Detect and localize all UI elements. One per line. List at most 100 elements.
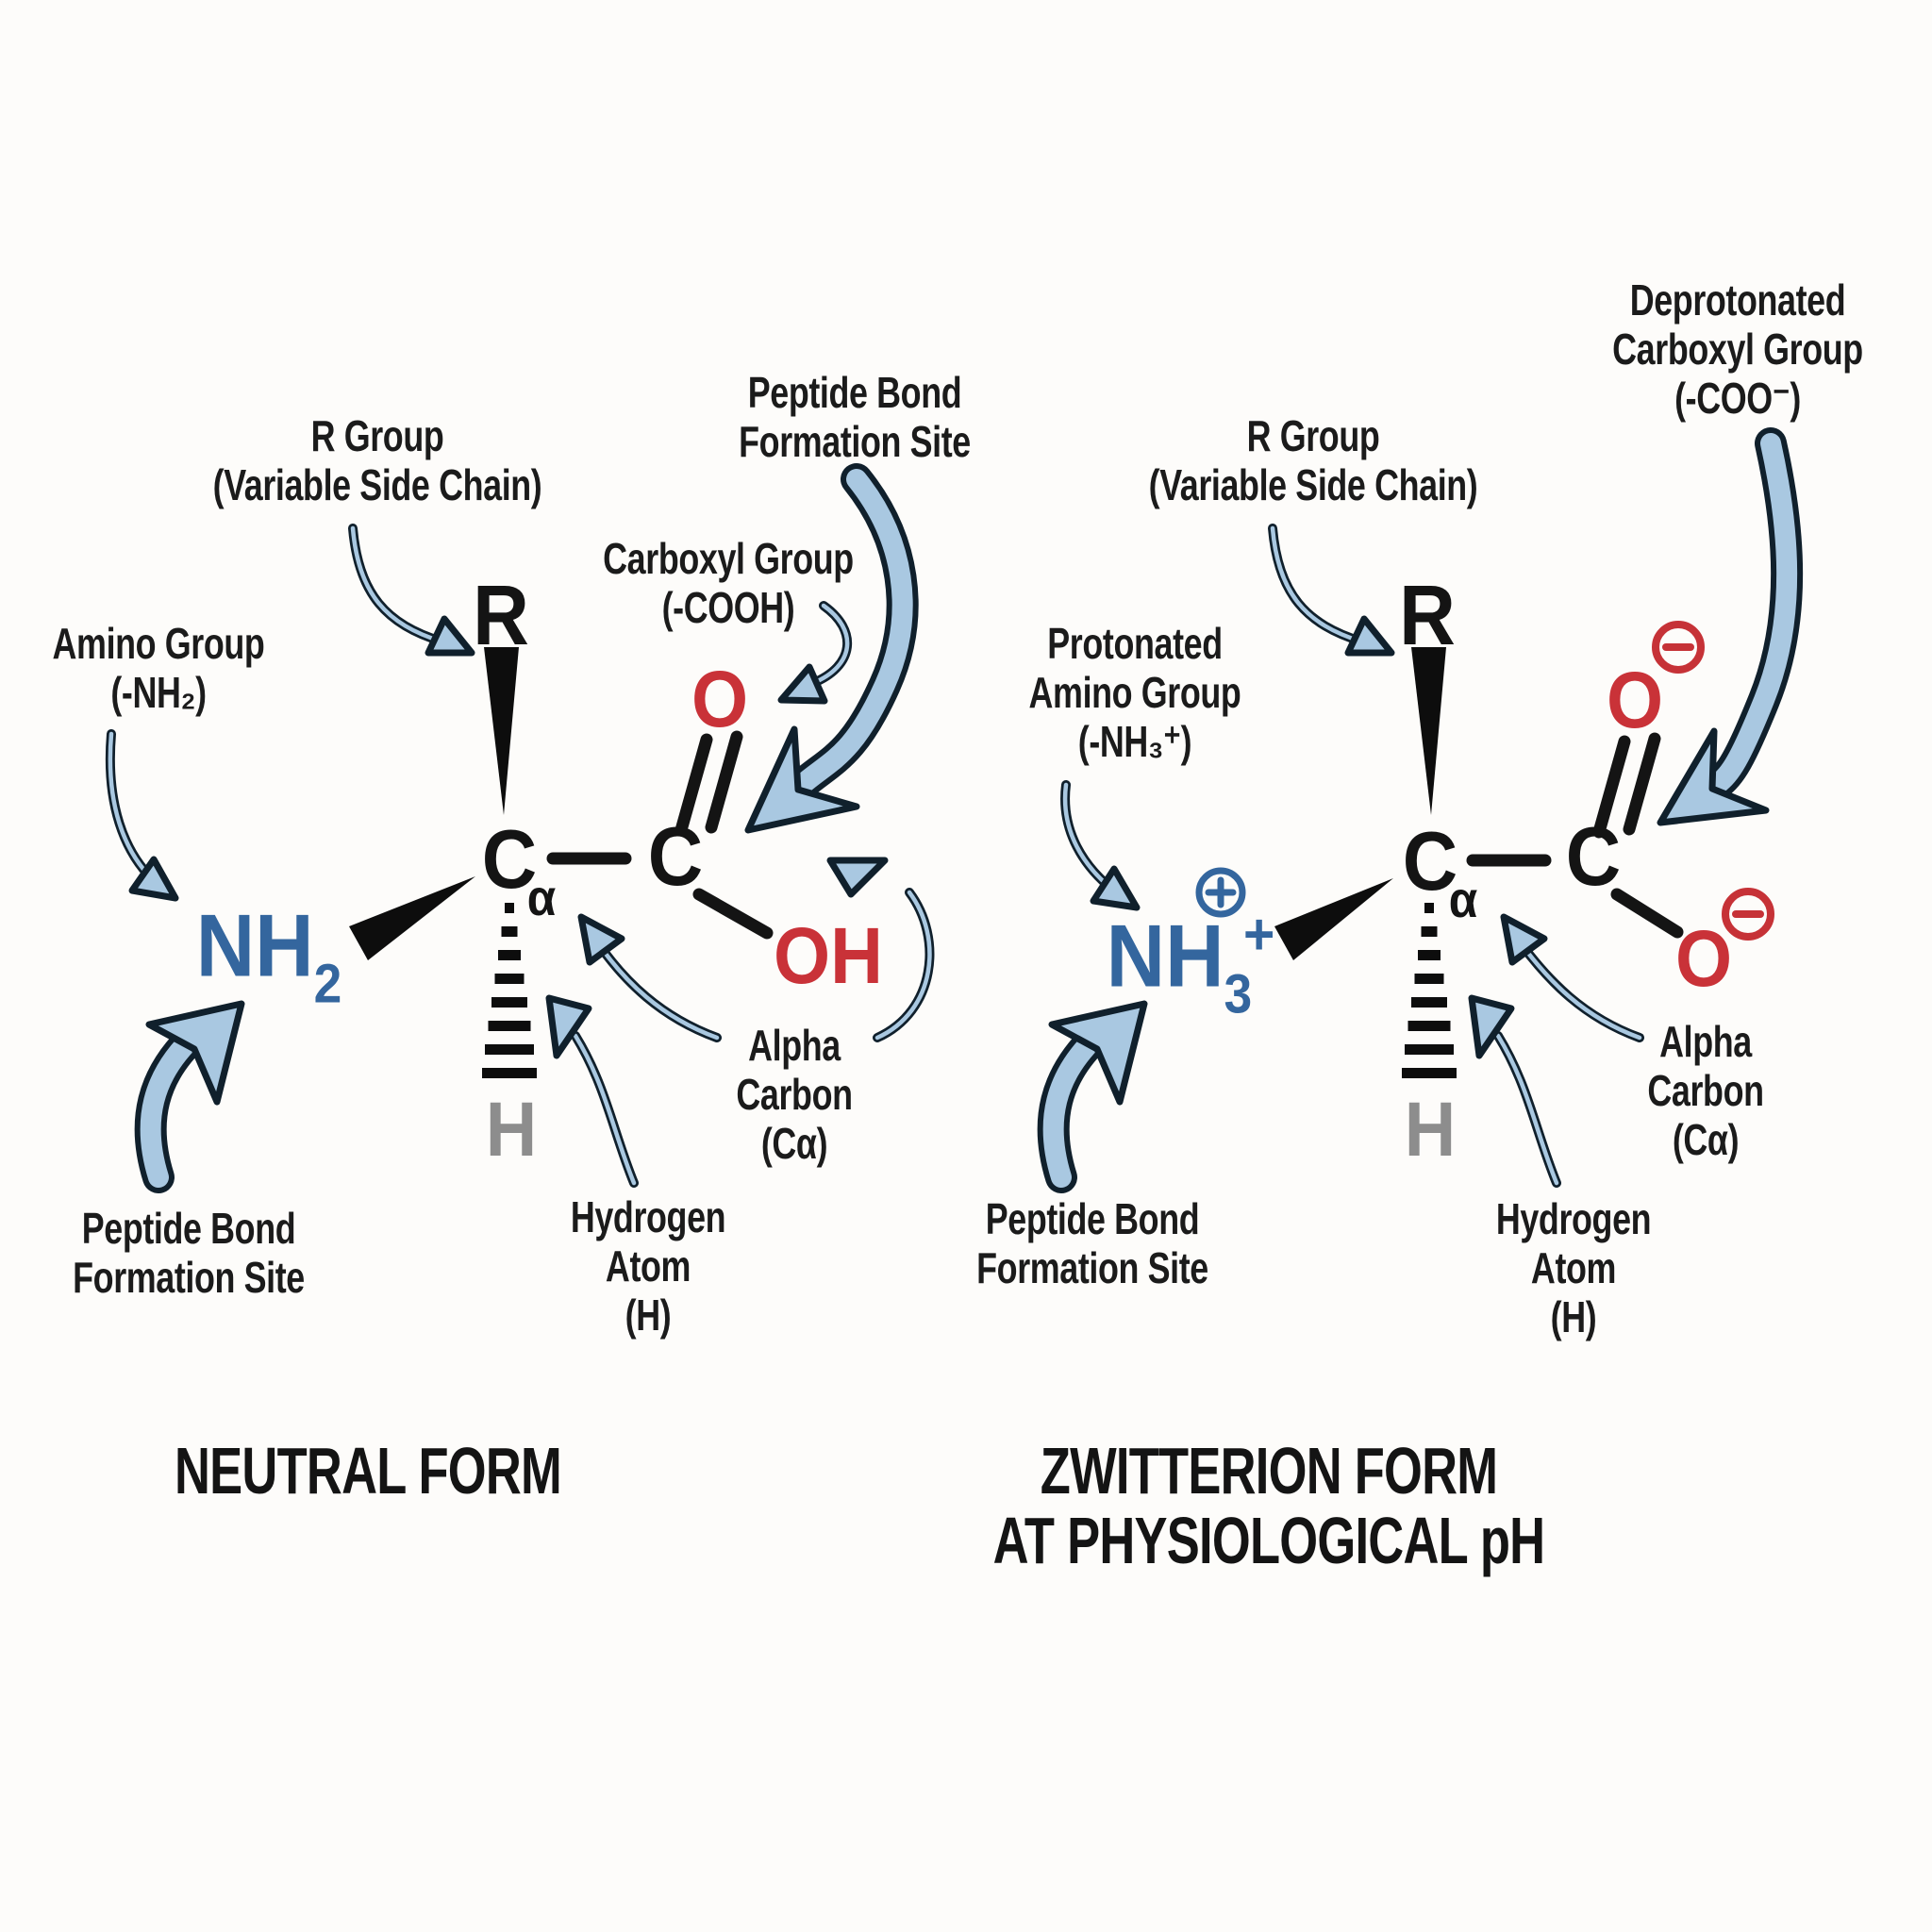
nh-text: NH [195,895,314,995]
arrow-r-group-right [1268,524,1395,657]
minus-charge-icon-top [1652,621,1705,674]
arrow-protonated-amino-right [1060,780,1141,911]
label-line: (-NH₂) [110,668,207,717]
neutral-molecule-bonds [349,647,774,1078]
label-line: Atom [605,1241,691,1291]
nh-superscript-plus: + [1243,902,1275,968]
atom-o-bottom-right: O [1674,914,1733,1003]
arrow-amino-group-left [105,729,179,902]
double-bond-line-1 [675,733,713,837]
label-line: Carboxyl Group [603,534,854,583]
label-carboxyl-group-left: Carboxyl Group (-COOH) [603,534,854,632]
label-amino-group-left: Amino Group (-NH₂) [53,619,265,717]
double-bond-line-2 [1623,732,1661,836]
bond-c-oh [692,888,774,940]
label-r-group-right: R Group (Variable Side Chain) [1149,411,1478,509]
wedge-bond-nh3 [1274,878,1393,960]
title-line: NEUTRAL FORM [174,1434,562,1507]
arrow-deprotonated-carboxyl-right [1657,427,1804,826]
label-protonated-amino-right: Protonated Amino Group (-NH₃⁺) [1029,619,1241,766]
label-r-group-left: R Group (Variable Side Chain) [213,411,542,509]
arrow-r-group-left [348,524,475,657]
arrow-peptide-site-bottom-left [134,1000,245,1193]
title-line: AT PHYSIOLOGICAL pH [992,1504,1545,1577]
label-line: (-NH₃⁺) [1077,717,1192,766]
atom-nh3-right: NH3+ [1106,906,1275,1025]
label-peptide-bond-bottom-right: Peptide Bond Formation Site [976,1194,1208,1292]
label-line: Hydrogen [570,1192,726,1241]
hashed-bond-h [1402,903,1457,1078]
label-line: Atom [1530,1243,1617,1292]
atom-h-left: H [485,1087,538,1173]
label-line: (-COOH) [661,583,795,632]
label-line: Peptide Bond [985,1194,1200,1243]
label-line: Carbon [1647,1066,1764,1115]
label-line: Alpha [748,1021,841,1070]
atom-oh-left: OH [774,911,883,1000]
label-line: Hydrogen [1495,1194,1652,1243]
label-line: (Cα) [760,1119,828,1168]
label-peptide-bond-bottom-left: Peptide Bond Formation Site [73,1204,305,1302]
arrow-peptide-site-top-left [744,463,919,834]
label-line: R Group [310,411,444,460]
label-alpha-carbon-left: Alpha Carbon (Cα) [736,1021,853,1168]
atom-c-carboxyl-left: C [647,809,704,903]
label-line: Formation Site [739,417,971,466]
label-line: Formation Site [976,1243,1208,1292]
label-line: Peptide Bond [81,1204,296,1253]
atom-alpha-subscript-left: α [526,870,557,926]
label-line: Alpha [1659,1017,1752,1066]
nh-text: NH [1106,906,1224,1006]
title-neutral-form: NEUTRAL FORM [174,1434,562,1507]
label-line: R Group [1246,411,1380,460]
atom-c-carboxyl-right: C [1565,809,1622,903]
label-line: (H) [625,1291,672,1340]
zwitterion-molecule-bonds [1274,647,1684,1078]
arrow-hydrogen-right [1468,994,1561,1188]
double-bond-line-1 [1592,735,1631,839]
label-line: (Cα) [1672,1115,1740,1164]
hashed-bond-h [482,903,537,1078]
atom-r-right: R [1399,569,1456,663]
label-line: Peptide Bond [747,368,962,417]
arrow-alpha-carbon-right [1500,913,1644,1042]
label-peptide-bond-top-left: Peptide Bond Formation Site [739,368,971,466]
label-line: (Variable Side Chain) [1148,460,1478,509]
title-line: ZWITTERION FORM [1040,1434,1498,1507]
atom-c-alpha-right: C [1402,814,1458,908]
label-line: Formation Site [73,1253,305,1302]
atom-r-left: R [473,569,529,663]
label-line: Amino Group [52,619,265,668]
label-alpha-carbon-right: Alpha Carbon (Cα) [1647,1017,1764,1164]
nh-subscript: 3 [1224,963,1253,1025]
wedge-bond-nh2 [349,876,475,960]
label-line: Amino Group [1028,668,1241,717]
arrow-alpha-carbon-around-oh-left [826,857,935,1042]
wedge-bond-r [484,647,519,815]
label-line: Carbon [736,1070,853,1119]
wedge-bond-r [1411,647,1446,815]
atom-nh2-left: NH2 [196,901,342,1015]
atom-alpha-subscript-right: α [1448,872,1478,928]
atom-o-double-left: O [691,655,749,743]
label-line: Deprotonated [1629,275,1846,325]
atom-h-right: H [1404,1087,1457,1173]
label-hydrogen-atom-left: Hydrogen Atom (H) [570,1192,726,1340]
atom-c-alpha-left: C [481,812,538,906]
label-line: Carboxyl Group [1612,325,1863,374]
label-deprotonated-carboxyl-right: Deprotonated Carboxyl Group (-COO⁻) [1612,275,1863,423]
arrow-carboxyl-left [777,601,852,705]
bond-c-o-minus [1610,888,1684,939]
arrow-peptide-site-bottom-right [1037,1000,1148,1193]
nh-subscript: 2 [313,953,342,1015]
title-zwitterion-form: ZWITTERION FORM AT PHYSIOLOGICAL pH [993,1436,1545,1575]
arrow-alpha-carbon-left [577,913,722,1042]
atom-o-top-right: O [1606,656,1664,744]
plus-charge-icon [1195,867,1246,918]
double-bond-line-2 [705,730,743,834]
label-line: (-COO⁻) [1674,374,1801,423]
label-line: (Variable Side Chain) [212,460,542,509]
arrow-hydrogen-left [545,994,639,1188]
